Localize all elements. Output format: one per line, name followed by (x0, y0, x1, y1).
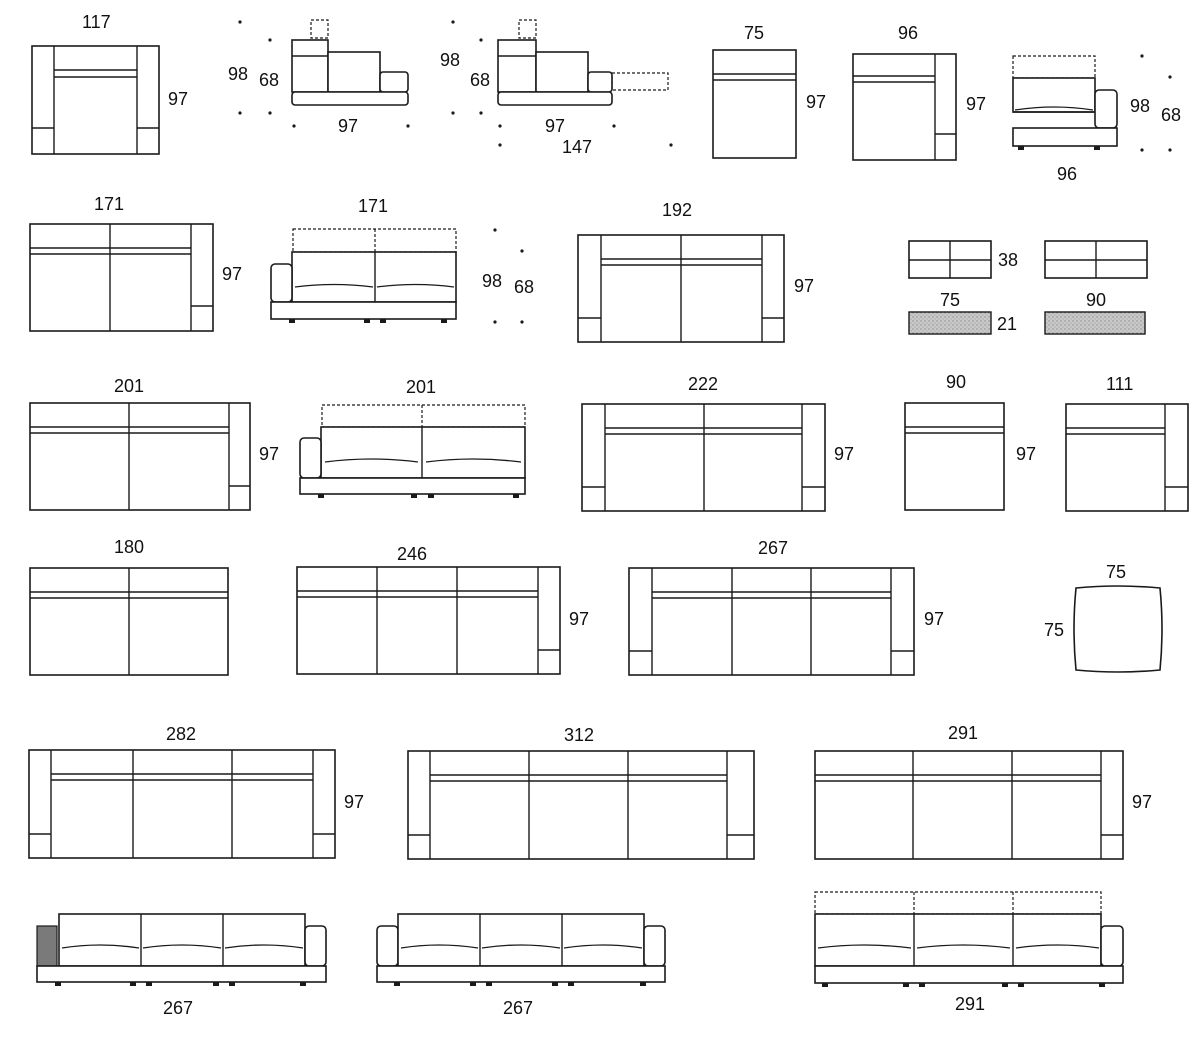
side-view-recliner-extended: 98 68 97 147 (440, 19, 673, 157)
front-171-width-label: 171 (358, 196, 388, 216)
side-view-recliner: 98 68 97 (228, 19, 410, 136)
front-267-left-width-label: 267 (163, 998, 193, 1018)
cushion-75-width-label: 75 (940, 290, 960, 310)
cushion-90-width-label: 90 (1086, 290, 1106, 310)
extended-height-label: 98 (440, 50, 460, 70)
sofa-222-depth-label: 97 (834, 444, 854, 464)
sofa-180-width-label: 180 (114, 537, 144, 557)
module-111-top-view: 111 (1065, 374, 1189, 512)
sofa-222-width-label: 222 (688, 374, 718, 394)
sofa-312-width-label: 312 (564, 725, 594, 745)
cushion-thickness-label: 21 (997, 314, 1017, 334)
module-90-top-view: 90 97 (904, 372, 1036, 511)
sofa-312-top-view: 312 (407, 725, 755, 860)
armchair-depth-label: 97 (168, 89, 188, 109)
cushion-height-label: 38 (998, 250, 1018, 270)
module-96-top-view: 96 97 (852, 23, 986, 161)
module-96-width-label: 96 (898, 23, 918, 43)
sofa-246-depth-label: 97 (569, 609, 589, 629)
extended-seat-label: 68 (470, 70, 490, 90)
sofa-267-top-view: 267 97 (628, 538, 944, 676)
module-75-top-view: 75 97 (712, 23, 826, 159)
sofa-246-width-label: 246 (397, 544, 427, 564)
sofa-180-top-view: 180 (29, 537, 229, 676)
extended-length-label: 147 (562, 137, 592, 157)
sofa-246-top-view: 246 97 (296, 544, 589, 675)
sofa-171-depth-label: 97 (222, 264, 242, 284)
sofa-192-depth-label: 97 (794, 276, 814, 296)
armchair-width-label: 117 (82, 12, 111, 32)
sofa-267-front-view-right: 267 (376, 913, 666, 1018)
side-view-height-label: 98 (228, 64, 248, 84)
sofa-282-width-label: 282 (166, 724, 196, 744)
sofa-171-width-label: 171 (94, 194, 124, 214)
sofa-192-width-label: 192 (662, 200, 692, 220)
side-view-seat-label: 68 (259, 70, 279, 90)
side-view-depth-label: 97 (338, 116, 358, 136)
sofa-291-front-view: 291 (814, 891, 1124, 1014)
pouf-top-view: 75 75 (1044, 562, 1163, 673)
sofa-201-top-view: 201 97 (29, 376, 279, 511)
extended-depth-label: 97 (545, 116, 565, 136)
sofa-201-depth-label: 97 (259, 444, 279, 464)
module-90-width-label: 90 (946, 372, 966, 392)
front-201-width-label: 201 (406, 377, 436, 397)
sofa-201-front-view: 201 (299, 377, 526, 498)
sofa-291-top-view: 291 97 (814, 723, 1152, 860)
front-171-seat-label: 68 (514, 277, 534, 297)
sofa-222-top-view: 222 97 (581, 374, 854, 512)
module-96-side-view: 98 68 96 (1012, 54, 1181, 184)
armchair-top-view: 117 97 (31, 12, 188, 155)
cushion-set: 38 75 21 90 (908, 240, 1148, 335)
front-267-right-width-label: 267 (503, 998, 533, 1018)
module-side-seat-label: 68 (1161, 105, 1181, 125)
sofa-267-width-label: 267 (758, 538, 788, 558)
module-side-width-label: 96 (1057, 164, 1077, 184)
sofa-267-front-view-left: 267 (36, 913, 327, 1018)
module-side-height-label: 98 (1130, 96, 1150, 116)
sofa-282-depth-label: 97 (344, 792, 364, 812)
module-75-width-label: 75 (744, 23, 764, 43)
pouf-depth-label: 75 (1044, 620, 1064, 640)
sofa-291-width-label: 291 (948, 723, 978, 743)
sofa-201-width-label: 201 (114, 376, 144, 396)
sofa-291-depth-label: 97 (1132, 792, 1152, 812)
sofa-192-top-view: 192 97 (577, 200, 814, 343)
pouf-width-label: 75 (1106, 562, 1126, 582)
sofa-171-front-view: 171 98 68 (270, 196, 534, 324)
module-96-depth-label: 97 (966, 94, 986, 114)
module-75-depth-label: 97 (806, 92, 826, 112)
sofa-171-top-view: 171 97 (29, 194, 242, 332)
front-291-width-label: 291 (955, 994, 985, 1014)
module-90-depth-label: 97 (1016, 444, 1036, 464)
module-111-width-label: 111 (1106, 374, 1133, 394)
sofa-282-top-view: 282 97 (28, 724, 364, 859)
front-171-height-label: 98 (482, 271, 502, 291)
sofa-267-depth-label: 97 (924, 609, 944, 629)
